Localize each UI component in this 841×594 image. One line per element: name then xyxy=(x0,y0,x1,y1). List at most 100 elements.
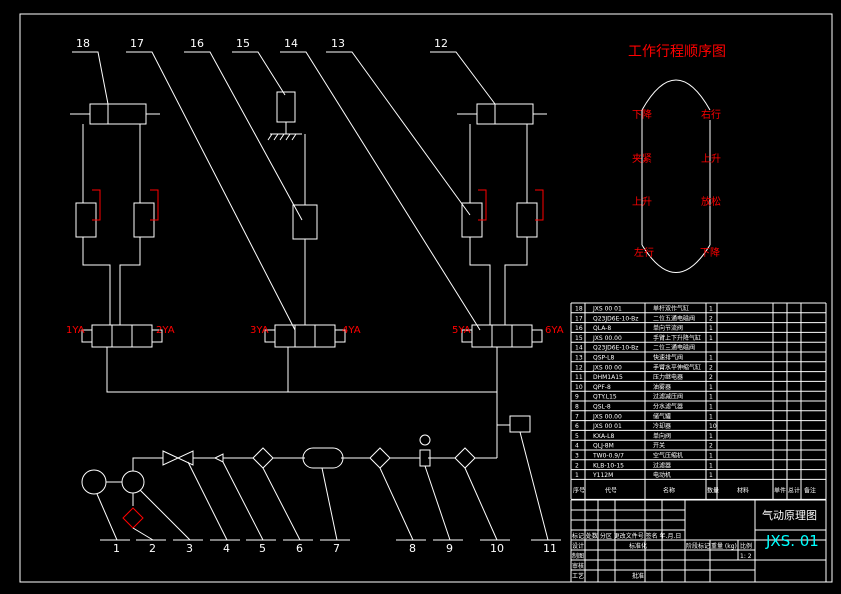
label-17: 17 xyxy=(130,37,144,50)
part-qty: 2 xyxy=(709,315,713,322)
drawn-label: 制图 xyxy=(572,552,584,560)
part-qty: 1 xyxy=(709,462,713,469)
part-no: 17 xyxy=(575,315,583,322)
label-1: 1 xyxy=(113,542,120,555)
part-name: 过滤减压阀 xyxy=(653,393,683,401)
part-no: 16 xyxy=(575,325,583,332)
part-no: 15 xyxy=(575,335,583,342)
part-name: 分水滤气器 xyxy=(653,403,683,411)
label-13: 13 xyxy=(331,37,345,50)
part-code: QLJ-8M xyxy=(593,443,614,450)
header-material: 材料 xyxy=(737,486,749,494)
stage-label: 阶段标记 xyxy=(686,542,710,550)
label-14: 14 xyxy=(284,37,298,50)
label-3: 3 xyxy=(186,542,193,555)
part-name: 单杆双作气缸 xyxy=(653,305,689,313)
header-unit_weight: 单件 xyxy=(774,486,786,494)
part-code: DHM1A15 xyxy=(593,374,623,381)
part-qty: 1 xyxy=(709,394,713,401)
revision-row: 标记 处数 分区 更改文件号 签名 年.月.日 xyxy=(572,532,681,540)
part-name: 单向节流阀 xyxy=(653,324,683,332)
part-no: 4 xyxy=(575,443,579,450)
part-name: 冷却器 xyxy=(653,422,671,430)
label-5: 5 xyxy=(259,542,266,555)
part-qty: 2 xyxy=(709,374,713,381)
part-code: QLA-8 xyxy=(593,325,611,332)
header-name: 名称 xyxy=(663,486,675,494)
label-7: 7 xyxy=(333,542,340,555)
part-no: 2 xyxy=(575,462,579,469)
label-11: 11 xyxy=(543,542,557,555)
part-code: JXS 00 00 xyxy=(592,364,622,371)
part-no: 6 xyxy=(575,423,579,430)
drawing-title: 气动原理图 xyxy=(762,508,817,522)
solenoid-3ya: 3YA xyxy=(250,325,269,336)
part-qty: 1 xyxy=(709,453,713,460)
part-name: 储气罐 xyxy=(653,412,671,420)
part-code: JXS 00 01 xyxy=(592,423,622,430)
top-leaders: 18 17 16 15 14 13 12 xyxy=(72,37,496,331)
step-right-3: 放松 xyxy=(701,195,721,208)
header-remark: 备注 xyxy=(804,486,816,494)
part-qty: 1 xyxy=(709,404,713,411)
part-name: 二位三通电磁阀 xyxy=(653,344,695,352)
part-name: 快速排气阀 xyxy=(653,354,683,362)
designer-label: 设计 xyxy=(572,542,584,550)
part-qty: 1 xyxy=(709,306,713,313)
title-block: 标记 处数 分区 更改文件号 签名 年.月.日 设计 标准化 制图 审核 工艺 … xyxy=(570,499,827,582)
step-left-2: 夹紧 xyxy=(632,152,652,165)
step-right-2: 上升 xyxy=(701,153,721,165)
approved-label: 批准 xyxy=(632,572,644,580)
part-no: 5 xyxy=(575,433,579,440)
part-qty: 2 xyxy=(709,364,713,371)
header-code: 代号 xyxy=(605,486,617,494)
part-code: Q23JD6E-10-Bz xyxy=(593,345,638,352)
air-supply-line xyxy=(81,431,561,541)
sequence-diagram: 工作行程顺序图 下降 夹紧 上升 左行 右行 上升 放松 下降 xyxy=(628,44,726,273)
part-no: 8 xyxy=(575,404,579,411)
part-no: 10 xyxy=(575,384,583,391)
part-code: QSP-L8 xyxy=(593,355,615,362)
part-qty: 1 xyxy=(709,325,713,332)
part-no: 9 xyxy=(575,394,579,401)
part-code: JXS 00.00 xyxy=(592,335,622,342)
solenoid-4ya: 4YA xyxy=(342,325,361,336)
standardize-label: 标准化 xyxy=(629,542,647,550)
part-name: 空气压缩机 xyxy=(653,452,683,460)
part-code: JXS 00.00 xyxy=(592,413,622,420)
part-qty: 1 xyxy=(709,433,713,440)
sequence-title: 工作行程顺序图 xyxy=(628,44,726,60)
part-qty: 1 xyxy=(709,413,713,420)
label-16: 16 xyxy=(190,37,204,50)
part-code: Q23JD6E-10-Bz xyxy=(593,315,638,322)
scale-value: 1: 2 xyxy=(740,553,752,560)
part-qty: 1 xyxy=(709,384,713,391)
scale-label: 比例 xyxy=(740,542,752,550)
part-code: KXA-L8 xyxy=(593,433,615,440)
part-no: 3 xyxy=(575,453,579,460)
step-right-4: 下降 xyxy=(700,246,720,259)
part-code: QTY.L15 xyxy=(593,394,617,401)
step-left-4: 左行 xyxy=(634,246,654,259)
checked-label: 审核 xyxy=(572,562,584,570)
label-10: 10 xyxy=(490,542,504,555)
part-no: 7 xyxy=(575,413,579,420)
label-12: 12 xyxy=(434,37,448,50)
header-qty: 数量 xyxy=(707,486,719,494)
label-18: 18 xyxy=(76,37,90,50)
part-name: 单向阀 xyxy=(653,432,671,440)
step-right-1: 右行 xyxy=(701,108,721,121)
part-no: 12 xyxy=(575,364,583,371)
label-15: 15 xyxy=(236,37,250,50)
label-2: 2 xyxy=(149,542,156,555)
label-4: 4 xyxy=(223,542,230,555)
part-name: 油雾器 xyxy=(653,383,671,391)
part-no: 14 xyxy=(575,345,583,352)
step-left-1: 下降 xyxy=(632,108,652,121)
part-no: 1 xyxy=(575,472,579,479)
label-9: 9 xyxy=(446,542,453,555)
solenoid-5ya: 5YA xyxy=(452,325,471,336)
